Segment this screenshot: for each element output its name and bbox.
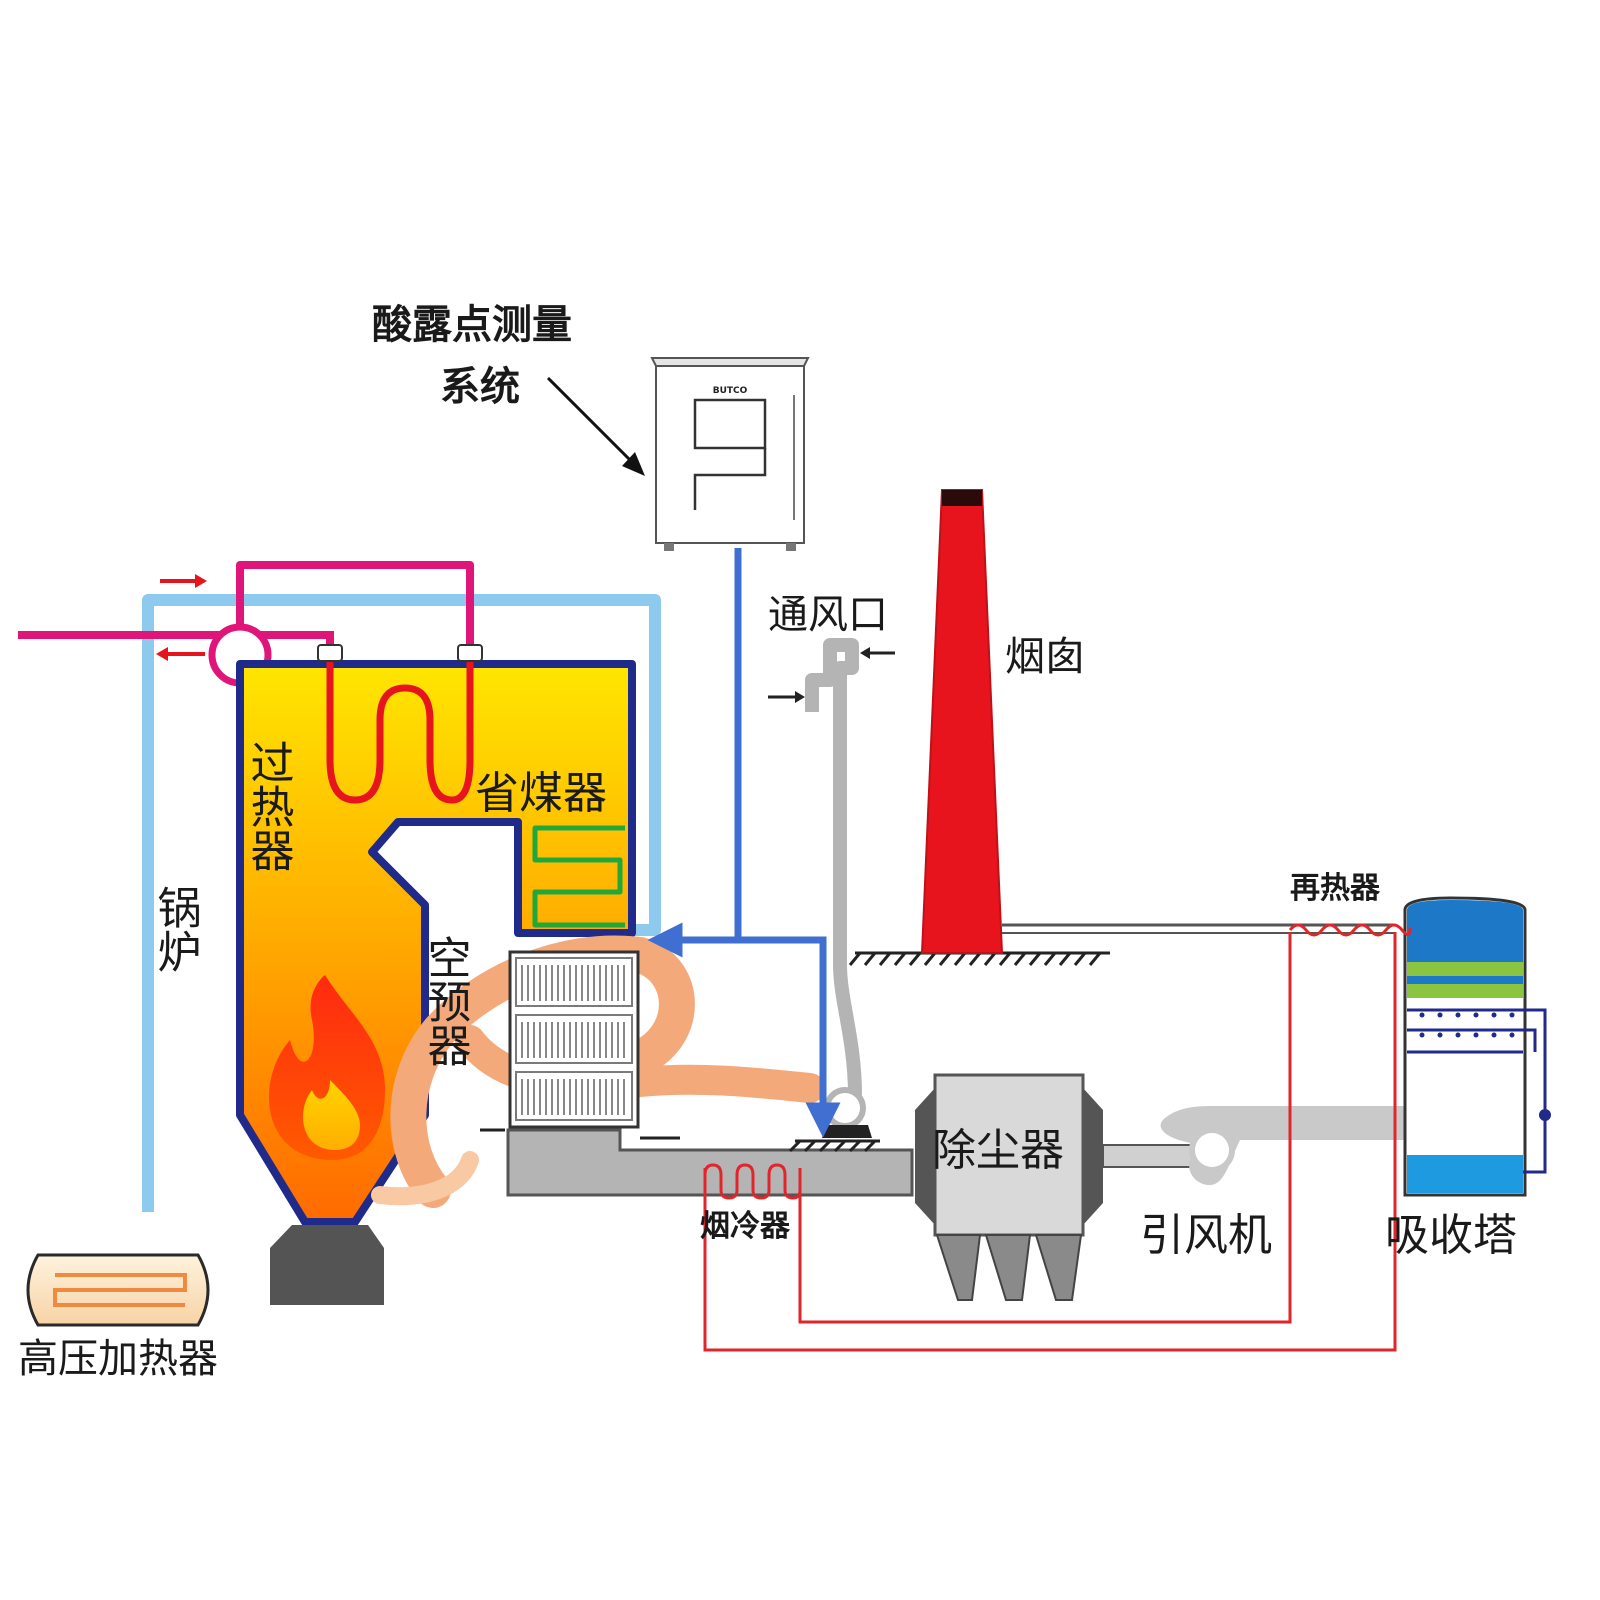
- chimney-label: 烟囱: [1005, 634, 1085, 680]
- measurement-system-label-line2: 系统: [440, 364, 520, 410]
- boiler-label: 锅炉: [150, 885, 201, 973]
- air-preheater: [508, 950, 640, 1129]
- feedwater-pipe: [142, 594, 661, 1212]
- air-preheater-label: 空预器: [420, 935, 471, 1067]
- flow-arrow-left-icon: [156, 647, 205, 661]
- dust-collector: [915, 1073, 1103, 1301]
- flue-gas-cooler-coil: [703, 1163, 802, 1200]
- heat-recovery-loop: [703, 932, 1397, 1352]
- dust-collector-label: 除尘器: [932, 1125, 1064, 1176]
- analyzer-brand-label: BUTCO: [713, 386, 748, 396]
- vent-arrow-in-left-icon: [768, 691, 805, 703]
- high-pressure-heater: [26, 1253, 210, 1327]
- economizer-label: 省煤器: [475, 768, 607, 819]
- acid-dew-point-analyzer: [650, 357, 810, 551]
- high-pressure-heater-label: 高压加热器: [18, 1336, 218, 1382]
- reheater-label: 再热器: [1290, 871, 1381, 906]
- ash-hopper: [270, 1225, 384, 1305]
- vent-arrow-in-right-icon: [860, 647, 895, 659]
- vent-pipe: [805, 638, 872, 1138]
- pointer-arrow-icon: [546, 376, 645, 476]
- superheater-label: 过热器: [243, 740, 294, 872]
- absorption-tower-label: 吸收塔: [1385, 1210, 1517, 1261]
- signal-line: [647, 548, 841, 1138]
- flame-icon: [268, 975, 385, 1160]
- flow-arrow-right-icon: [160, 574, 207, 588]
- vent-label: 通风口: [768, 592, 888, 638]
- measurement-system-label-line1: 酸露点测量: [372, 302, 572, 348]
- induced-draft-fan: [1102, 1106, 1405, 1185]
- flue-duct: [506, 1128, 914, 1197]
- reheater-coil: [1288, 923, 1412, 937]
- superheater-coil: [317, 644, 483, 804]
- induced-draft-fan-label: 引风机: [1140, 1210, 1272, 1261]
- flue-gas-cooler-label: 烟冷器: [700, 1209, 791, 1244]
- economizer-coil: [532, 825, 625, 928]
- chimney: [920, 489, 1004, 954]
- absorption-tower: [1403, 896, 1551, 1197]
